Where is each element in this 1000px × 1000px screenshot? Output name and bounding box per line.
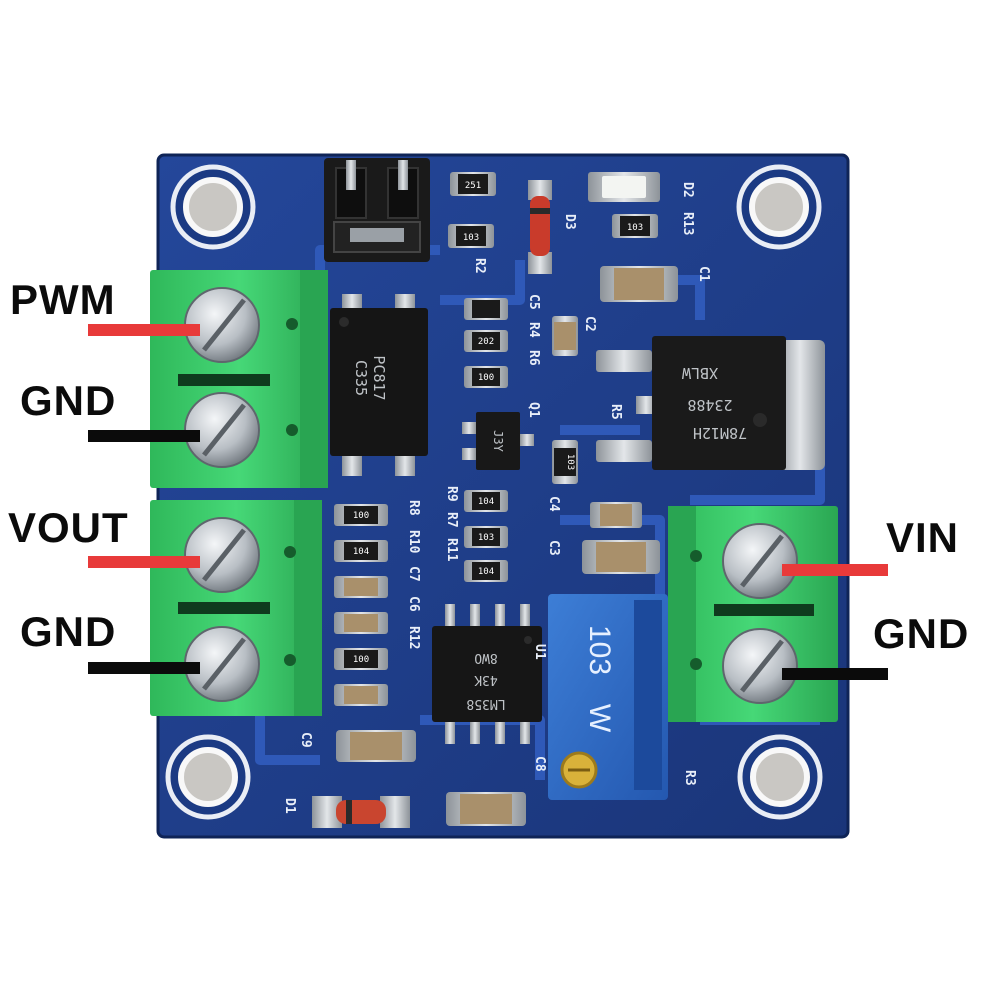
pwm-wire-line [88, 324, 200, 336]
diode-d3 [528, 180, 552, 274]
diode-d1 [312, 796, 410, 828]
regulator-78m12h [596, 336, 825, 470]
mounting-hole-bottom-left [165, 734, 251, 820]
silk-c7: C7 [406, 566, 421, 582]
smd-code-r-103b: 103 [627, 223, 643, 233]
silk-d1: D1 [282, 798, 297, 814]
smd-code-r-103d: 103 [565, 454, 575, 470]
screw-vout [184, 517, 260, 593]
silk-c9: C9 [298, 732, 313, 748]
gnd-label-power: GND [873, 610, 970, 657]
silk-r4: R4 [526, 322, 541, 338]
regulator-marking-2: 23488 [687, 396, 732, 414]
gnd-input-wire-line [88, 430, 200, 442]
gnd-power-wire-line [782, 668, 888, 680]
silk-r8: R8 [406, 500, 421, 516]
screw-gnd-input [184, 392, 260, 468]
smd-code-r-100a: 100 [478, 373, 494, 383]
silk-d2: D2 [680, 182, 695, 198]
screw-gnd-power [722, 628, 798, 704]
smd-code-r-100b: 100 [353, 511, 369, 521]
optocoupler-pc817 [330, 294, 428, 476]
silk-r5: R5 [608, 404, 623, 420]
mounting-hole-top-left [170, 164, 256, 250]
smd-code-r-103a: 103 [463, 233, 479, 243]
regulator-marking-1: XBLW [681, 364, 718, 382]
screw-pwm [184, 287, 260, 363]
silk-c6: C6 [406, 596, 421, 612]
mounting-hole-bottom-right [737, 734, 823, 820]
smd-code-r-104b: 104 [478, 567, 494, 577]
silk-c2: C2 [582, 316, 597, 332]
silk-r6: R6 [526, 350, 541, 366]
silk-r9: R9 [444, 486, 459, 502]
opamp-marking-2: 43K [474, 672, 498, 687]
silk-q1: Q1 [526, 402, 541, 418]
optocoupler-marking-1: PC817 [370, 355, 388, 400]
vout-wire-line [88, 556, 200, 568]
smd-capacitors [334, 266, 678, 826]
smd-resistors [334, 172, 658, 670]
silk-r11: R11 [444, 538, 459, 562]
opamp-marking-3: LM358 [466, 696, 505, 711]
potentiometer-marking-2: W [583, 704, 616, 733]
vin-label: VIN [886, 514, 960, 561]
silk-r3: R3 [682, 770, 697, 786]
jumper-header [324, 158, 430, 262]
smd-code-r-202: 202 [478, 337, 494, 347]
opamp-marking-1: 8WO [474, 650, 498, 665]
smd-code-r-100c: 100 [353, 655, 369, 665]
silk-c5: C5 [526, 294, 541, 310]
silk-r2: R2 [472, 258, 487, 274]
led-d2 [588, 172, 660, 202]
opamp-lm358 [432, 604, 542, 744]
transistor-marking: J3Y [491, 430, 505, 452]
silk-r7: R7 [444, 512, 459, 528]
silk-c1: C1 [696, 266, 711, 282]
gnd-label-output: GND [20, 608, 117, 655]
silk-r12: R12 [406, 626, 421, 649]
silk-r13: R13 [680, 212, 695, 235]
vin-wire-line [782, 564, 888, 576]
silk-r10: R10 [406, 530, 421, 554]
silk-c8: C8 [532, 756, 547, 772]
mounting-hole-top-right [736, 164, 822, 250]
gnd-label-input: GND [20, 377, 117, 424]
smd-code-r-104c: 104 [353, 547, 369, 557]
screw-vin [722, 523, 798, 599]
silk-d3: D3 [562, 214, 577, 230]
smd-code-r-251: 251 [465, 181, 481, 191]
vout-label: VOUT [8, 504, 129, 551]
smd-code-r-104a: 104 [478, 497, 494, 507]
regulator-marking-3: 78M12H [693, 424, 747, 442]
optocoupler-marking-2: C335 [352, 360, 370, 396]
silk-u1: U1 [532, 644, 547, 660]
smd-code-r-103c: 103 [478, 533, 494, 543]
potentiometer-marking-1: 103 [583, 625, 616, 675]
silk-c3: C3 [546, 540, 561, 556]
screw-gnd-output [184, 626, 260, 702]
transistor-q1 [462, 412, 534, 470]
pwm-label: PWM [10, 276, 116, 323]
potentiometer [548, 594, 668, 800]
silk-c4: C4 [546, 496, 561, 512]
gnd-output-wire-line [88, 662, 200, 674]
